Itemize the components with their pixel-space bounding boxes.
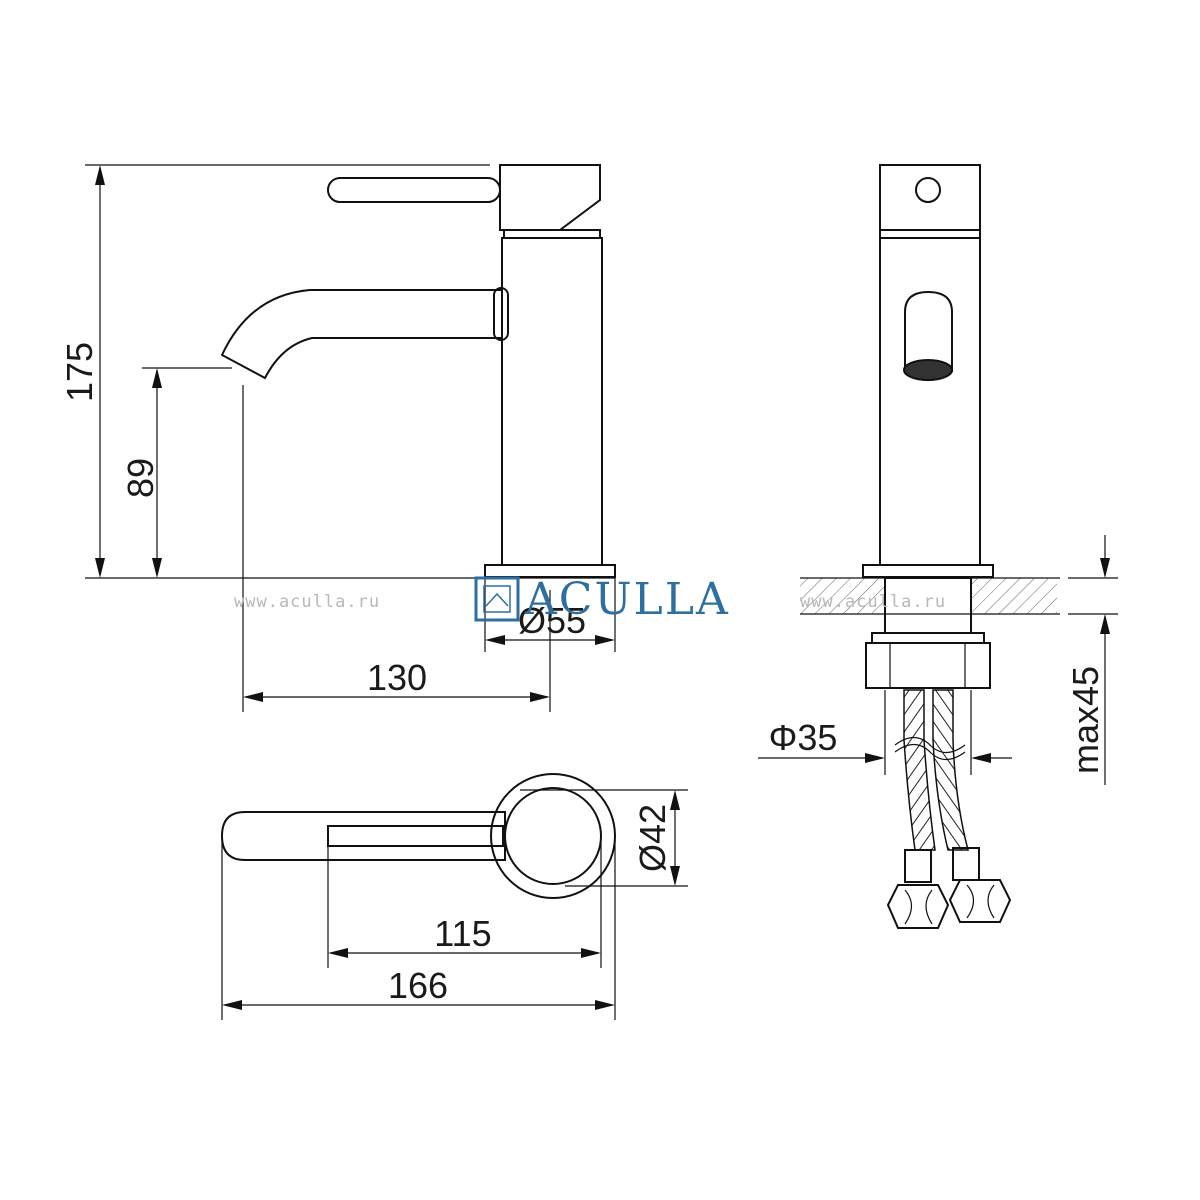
dim-89: 89 xyxy=(120,458,161,498)
lever xyxy=(327,177,501,203)
hex-nut-right xyxy=(948,879,1012,923)
brand-text: ACULLA xyxy=(524,574,730,625)
hex-nut-left xyxy=(886,884,950,929)
handle-hole xyxy=(915,177,941,203)
top-base-circle xyxy=(490,773,616,899)
dim-115: 115 xyxy=(434,913,491,954)
dim-top-diameter: Ø42 xyxy=(632,804,673,872)
dim-mount-hole: Φ35 xyxy=(769,717,838,758)
body xyxy=(501,237,603,566)
dim-base-diameter: Ø55 xyxy=(518,600,586,641)
fitting-right xyxy=(952,847,980,881)
collar xyxy=(503,229,601,239)
watermark-url-left: www.aculla.ru xyxy=(234,592,380,612)
dim-max-thickness: max45 xyxy=(1065,666,1106,774)
front-view: Φ35 max45 xyxy=(758,164,1118,929)
handle-block xyxy=(499,164,601,231)
spout xyxy=(220,289,502,380)
aerator xyxy=(903,359,953,381)
dim-166: 166 xyxy=(388,965,448,1006)
watermarks: www.aculla.ru www.aculla.ru ACULLA xyxy=(234,574,946,625)
side-view: 175 89 130 Ø55 xyxy=(59,164,616,712)
top-handle-circle xyxy=(504,787,602,885)
aerator-slot xyxy=(904,290,953,372)
aculla-logo: ACULLA xyxy=(474,574,730,625)
fitting-left xyxy=(904,849,932,883)
mounting-nut xyxy=(865,642,991,689)
top-lever xyxy=(220,811,506,861)
dim-130: 130 xyxy=(367,657,427,698)
top-view: Ø42 115 166 xyxy=(220,773,688,1020)
hose-right xyxy=(932,689,969,851)
front-body xyxy=(879,237,981,566)
hose-left xyxy=(903,689,936,851)
dim-175: 175 xyxy=(59,342,100,402)
watermark-url-right: www.aculla.ru xyxy=(800,592,946,612)
base-flange xyxy=(484,564,616,578)
top-lever-slot xyxy=(327,825,504,847)
front-handle-block xyxy=(879,164,981,231)
